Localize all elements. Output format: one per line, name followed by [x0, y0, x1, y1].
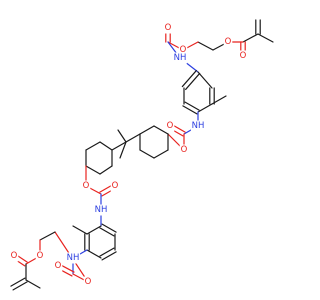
- amine-nh-label-mask: [172, 52, 188, 64]
- amine-nh-label: NH: [95, 205, 108, 215]
- bond: [25, 279, 41, 289]
- oxygen-atom-label: O: [167, 121, 174, 131]
- bond: [111, 141, 127, 151]
- oxygen-atom-label-mask: [238, 50, 248, 62]
- bond-layer: [10, 19, 274, 291]
- amine-nh-label: NH: [192, 121, 205, 131]
- amine-nh-label: NH: [174, 53, 187, 63]
- bond: [86, 225, 102, 235]
- bond: [85, 141, 101, 151]
- oxygen-atom-label-mask: [9, 250, 19, 262]
- bond: [99, 227, 115, 237]
- bond: [99, 141, 113, 151]
- bond: [12, 281, 28, 291]
- amine-nh-label-mask: [65, 252, 81, 264]
- bond: [182, 105, 198, 115]
- amine-nh-label-mask: [93, 204, 109, 216]
- bond: [72, 225, 88, 235]
- bond: [99, 165, 113, 175]
- oxygen-atom-label: O: [85, 277, 92, 287]
- bond: [181, 69, 197, 88]
- oxygen-atom-label-mask: [179, 144, 189, 156]
- bond: [197, 103, 213, 113]
- oxygen-atom-label: O: [240, 51, 247, 61]
- bond: [257, 33, 274, 43]
- bond: [185, 72, 201, 91]
- oxygen-atom-label-mask: [163, 22, 173, 34]
- oxygen-atom-label-mask: [53, 260, 63, 272]
- oxygen-atom-label: O: [11, 251, 18, 261]
- bond: [125, 133, 141, 143]
- oxygen-atom-label-mask: [178, 44, 188, 56]
- oxygen-atom-label-mask: [83, 276, 93, 288]
- oxygen-atom-label-mask: [35, 250, 45, 262]
- bond: [184, 101, 200, 111]
- amine-nh-label: NH: [67, 253, 80, 263]
- oxygen-atom-label: O: [165, 23, 172, 33]
- bond: [139, 149, 155, 159]
- bond: [197, 41, 214, 51]
- bond: [99, 247, 115, 257]
- oxygen-atom-label: O: [181, 145, 188, 155]
- bond: [86, 249, 102, 259]
- bond: [10, 277, 26, 287]
- bond: [117, 129, 127, 143]
- bond: [197, 71, 213, 89]
- oxygen-atom-label: O: [55, 261, 62, 271]
- oxygen-atom-label: O: [37, 251, 44, 261]
- bond: [153, 125, 169, 135]
- oxygen-atom-label-mask: [165, 120, 175, 132]
- oxygen-atom-label-mask: [81, 180, 91, 192]
- oxygen-atom-label: O: [112, 181, 119, 191]
- amine-nh-label-mask: [190, 120, 206, 132]
- bond: [101, 223, 117, 233]
- bond: [211, 95, 227, 105]
- bond: [242, 33, 259, 43]
- oxygen-atom-label: O: [180, 45, 187, 55]
- oxygen-atom-label: O: [225, 37, 232, 47]
- bond: [119, 141, 127, 159]
- oxygen-atom-label-mask: [223, 36, 233, 48]
- oxygen-atom-label-mask: [110, 180, 120, 192]
- bond: [139, 125, 155, 135]
- bond: [39, 231, 56, 241]
- oxygen-atom-label: O: [83, 181, 90, 191]
- bond: [101, 251, 117, 261]
- bond: [85, 165, 101, 175]
- bond: [153, 149, 169, 159]
